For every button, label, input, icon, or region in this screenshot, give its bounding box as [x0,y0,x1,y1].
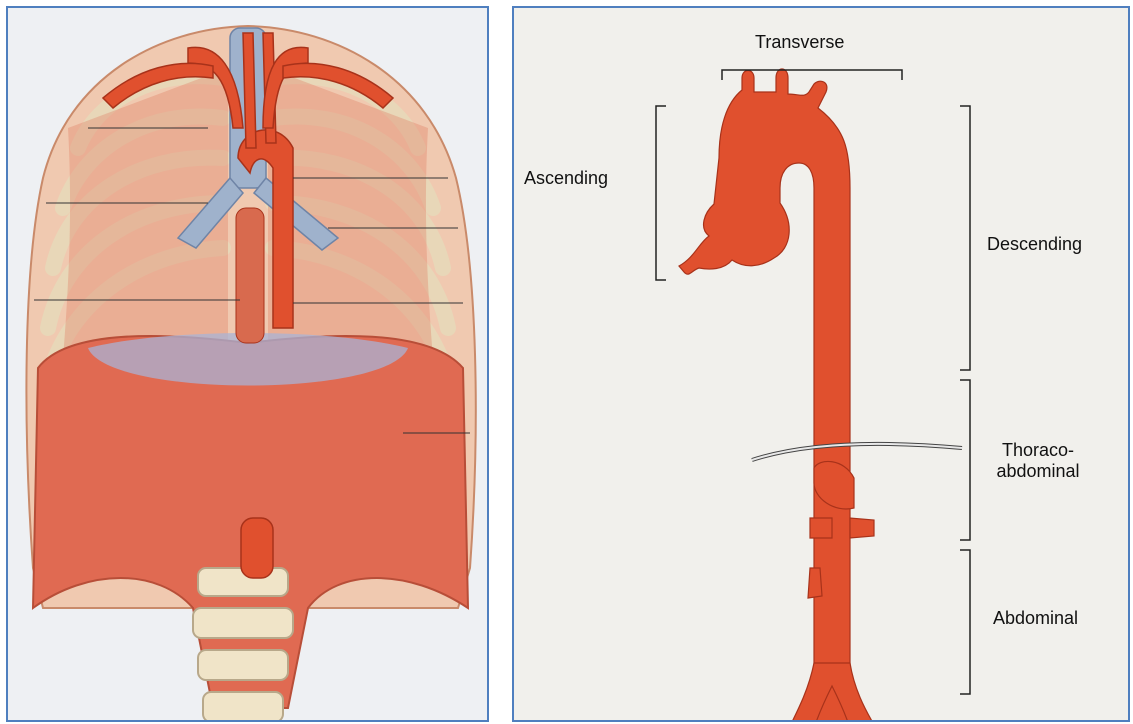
thorax-illustration [8,8,489,722]
label-thoraco-line1: Thoraco- [988,440,1088,461]
label-descending: Descending [987,234,1082,255]
label-transverse: Transverse [755,32,844,53]
label-thoracoabdominal: Thoraco- abdominal [988,440,1088,482]
label-ascending: Ascending [524,168,608,189]
aorta-shape [679,69,850,722]
label-thoraco-line2: abdominal [988,461,1088,482]
label-abdominal: Abdominal [993,608,1078,629]
thorax-illustration-panel [6,6,489,722]
